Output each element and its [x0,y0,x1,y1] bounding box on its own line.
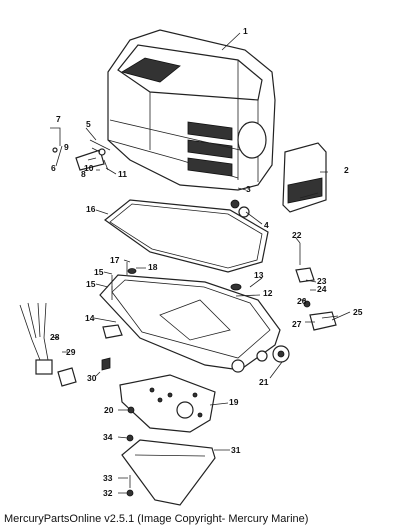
callout-25: 25 [353,307,363,317]
grommet-30[interactable] [101,357,111,371]
callout-2: 2 [344,165,349,175]
callout-9: 9 [64,142,69,152]
callout-10: 10 [84,163,94,173]
callout-5: 5 [86,119,91,129]
callout-7: 7 [56,114,61,124]
callout-1: 1 [243,26,248,36]
callout-17: 17 [110,255,120,265]
callout-3: 3 [246,184,251,194]
latch-assembly[interactable] [50,127,111,171]
washer[interactable] [238,206,250,218]
callout-27: 27 [292,319,302,329]
callout-15-lower: 15 [86,279,96,289]
callout-21: 21 [259,377,269,387]
callout-18: 18 [148,262,158,272]
lower-seal[interactable] [121,439,216,506]
callout-19: 19 [229,397,239,407]
cowl-seal[interactable] [104,199,269,273]
callout-33: 33 [103,473,113,483]
wire-harness[interactable] [19,302,53,375]
callout-6: 6 [51,163,56,173]
callout-4: 4 [264,220,269,230]
grommet[interactable] [230,199,240,209]
callout-28: 28 [50,332,60,342]
callout-22: 22 [292,230,302,240]
callout-31: 31 [231,445,241,455]
callout-32: 32 [103,488,113,498]
latch-bracket[interactable] [295,243,339,331]
callout-14: 14 [85,313,95,323]
callout-24: 24 [317,284,327,294]
callout-12: 12 [263,288,273,298]
callout-15-upper: 15 [94,267,104,277]
callout-20: 20 [104,405,114,415]
callout-26: 26 [297,296,307,306]
clip[interactable] [57,367,77,387]
callout-34: 34 [103,432,113,442]
bracket[interactable] [102,324,123,339]
bottom-cowl[interactable] [99,274,281,373]
callout-8: 8 [81,169,86,179]
washer-18[interactable] [127,268,137,274]
callout-23: 23 [317,276,327,286]
washer-32[interactable] [126,489,134,497]
top-cowl[interactable] [107,29,276,191]
callout-16: 16 [86,204,96,214]
callout-30: 30 [87,373,97,383]
callout-11: 11 [118,169,127,179]
callout-29: 29 [66,347,76,357]
callout-13: 13 [254,270,264,280]
intake-cover[interactable] [282,142,327,213]
grommet-13[interactable] [230,283,242,291]
base-plate[interactable] [119,374,216,433]
copyright-text: MercuryPartsOnline v2.5.1 (Image Copyrig… [4,513,309,525]
